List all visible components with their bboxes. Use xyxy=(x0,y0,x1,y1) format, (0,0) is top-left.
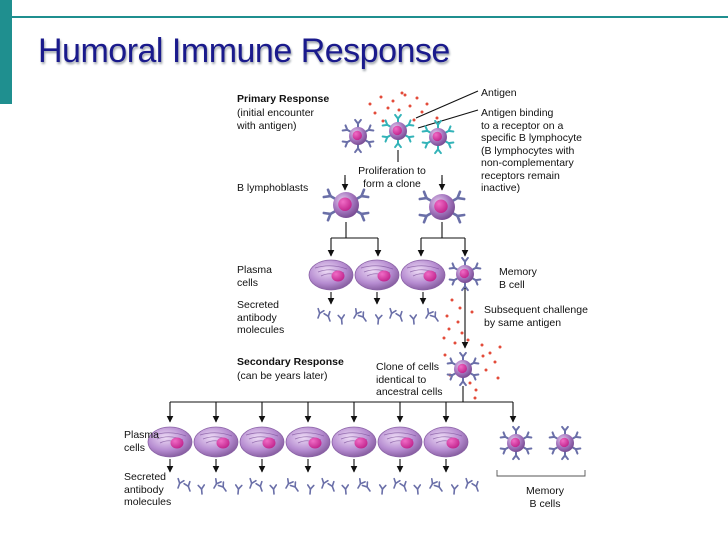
antigen-pointer-line xyxy=(415,90,479,119)
plasma-cells-label-2: Plasma cells xyxy=(124,429,160,454)
plasma-cell-secondary-7 xyxy=(423,426,469,458)
plasma-cell-secondary-4 xyxy=(285,426,331,458)
binding-pointer-line xyxy=(417,109,479,129)
antigen-binding-label: Antigen binding to a receptor on a speci… xyxy=(481,107,582,194)
b-lymphoblast-right xyxy=(418,190,466,224)
memory-b-cell-label: Memory B cell xyxy=(499,266,537,291)
secreted-antibody-label-2: Secreted antibody molecules xyxy=(124,471,172,508)
secondary-response-subtitle: (can be years later) xyxy=(237,370,328,382)
top-accent-line xyxy=(0,16,728,18)
plasma-cell-primary-2 xyxy=(354,259,400,291)
antigen-label: Antigen xyxy=(481,87,517,99)
secreted-antibodies-secondary xyxy=(177,477,479,495)
b-lymphoblast-left xyxy=(322,188,370,222)
plasma-cell-secondary-5 xyxy=(331,426,377,458)
b-lymphoblasts-label: B lymphoblasts xyxy=(237,182,309,194)
plasma-cell-secondary-6 xyxy=(377,426,423,458)
primary-response-subtitle: (initial encounter with antigen) xyxy=(237,107,315,132)
b-lymphocyte-antigen-bound xyxy=(381,113,415,149)
primary-response-heading: Primary Response xyxy=(237,93,330,105)
memory-b-cell xyxy=(448,256,482,292)
memory-b-cell-secondary-2 xyxy=(548,425,582,461)
plasma-cell-secondary-3 xyxy=(239,426,285,458)
memory-cells-bracket xyxy=(496,470,586,477)
secondary-response-heading: Secondary Response xyxy=(237,356,344,368)
plasma-cell-secondary-1 xyxy=(147,426,193,458)
slide-title: Humoral Immune Response xyxy=(38,32,450,70)
subsequent-challenge-label: Subsequent challenge by same antigen xyxy=(484,304,588,329)
plasma-cells-label: Plasma cells xyxy=(237,264,273,289)
secreted-antibodies-primary xyxy=(317,307,439,325)
memory-b-cell-secondary-1 xyxy=(499,425,533,461)
memory-b-cells-label: Memory B cells xyxy=(526,485,564,510)
proliferation-label: Proliferation to form a clone xyxy=(358,165,426,190)
left-accent-bar xyxy=(0,0,12,104)
clone-ancestral-cell xyxy=(446,351,480,387)
b-lymphocyte-inactive-left xyxy=(341,118,375,154)
clone-label: Clone of cells identical to ancestral ce… xyxy=(376,361,443,398)
plasma-cell-primary-3 xyxy=(400,259,446,291)
secreted-antibody-label: Secreted antibody molecules xyxy=(237,299,285,336)
plasma-cell-primary-1 xyxy=(308,259,354,291)
b-lymphocyte-inactive-right xyxy=(421,119,455,155)
antigen-dots-primary xyxy=(368,91,439,123)
plasma-cell-secondary-2 xyxy=(193,426,239,458)
